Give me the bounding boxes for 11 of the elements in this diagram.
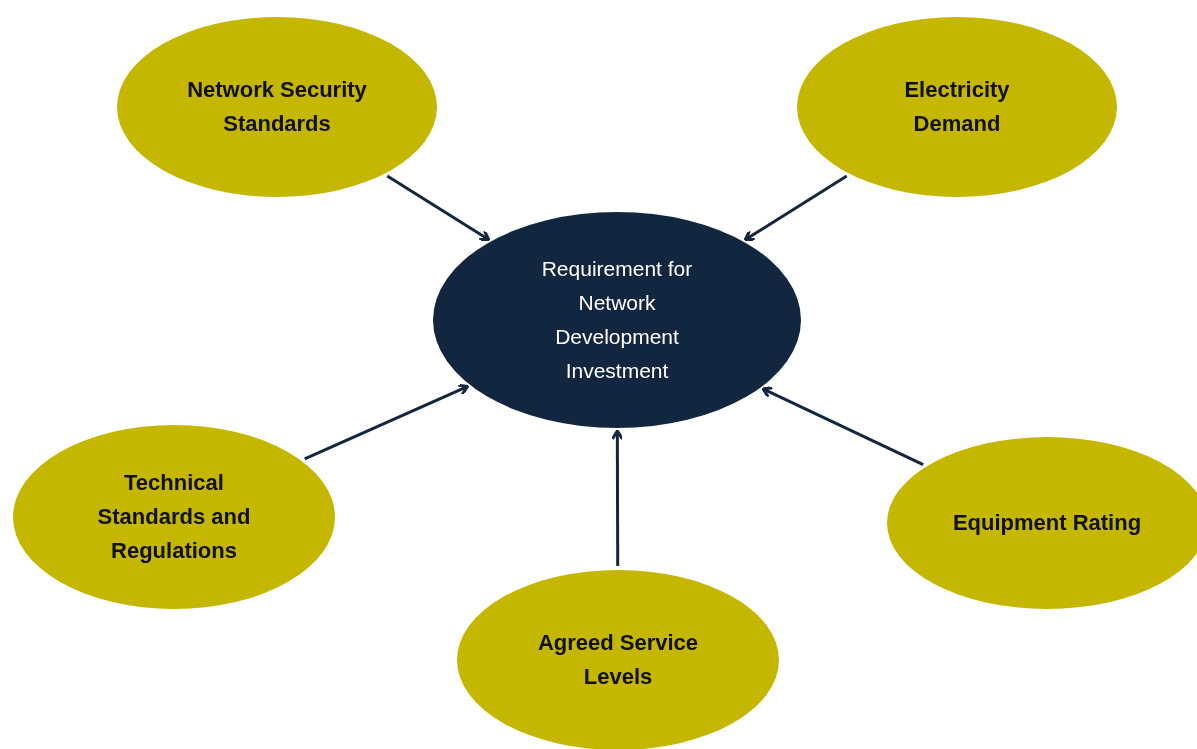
node-label: Technical Standards and Regulations xyxy=(96,469,252,565)
arrow xyxy=(304,383,470,461)
node-label: Electricity Demand xyxy=(903,76,1011,138)
node-label: Requirement for Network Development Investment xyxy=(540,256,694,384)
arrow xyxy=(610,429,624,566)
node-label: Equipment Rating xyxy=(951,509,1143,537)
arrow xyxy=(743,174,848,242)
node-label: Agreed Service Levels xyxy=(536,629,700,691)
node-label: Network Security Standards xyxy=(186,76,368,138)
arrow xyxy=(386,174,491,242)
arrow xyxy=(761,386,924,466)
